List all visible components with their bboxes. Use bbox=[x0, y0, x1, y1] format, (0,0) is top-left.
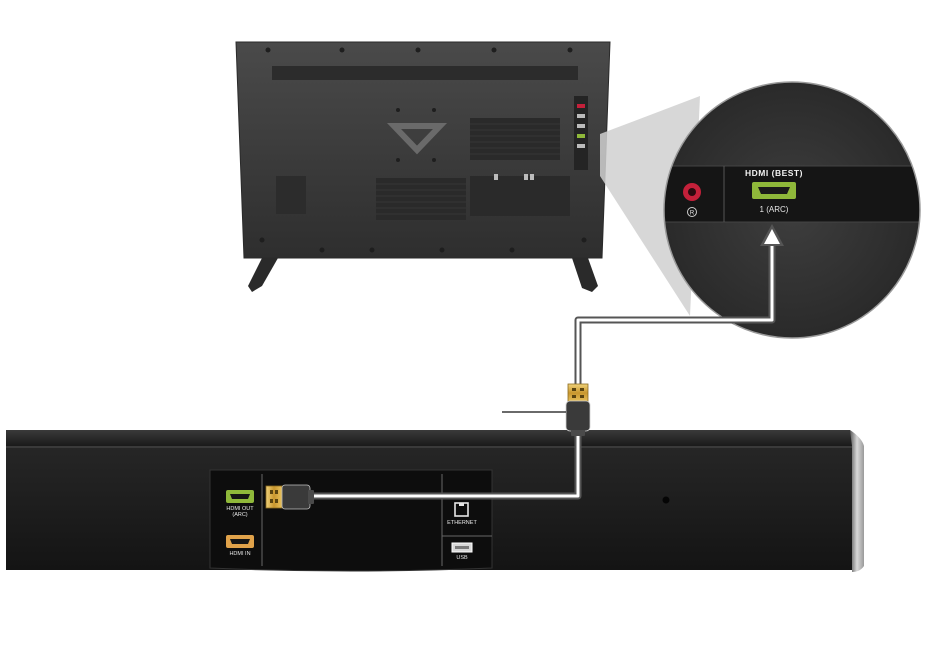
hdmi-in-label: HDMI IN bbox=[229, 551, 250, 557]
soundbar-end-cap bbox=[850, 430, 864, 572]
tv-port-mark bbox=[524, 174, 528, 180]
hdmi-out-arc-label: (ARC) bbox=[232, 512, 247, 518]
tv-top-vent bbox=[272, 66, 578, 80]
tv-side-port bbox=[577, 124, 585, 128]
soundbar-mount-hole bbox=[663, 497, 670, 504]
tv-side-port bbox=[577, 134, 585, 138]
tv-bottom-port-panel bbox=[470, 176, 570, 216]
tv-stand-right bbox=[572, 258, 598, 292]
tv-side-port bbox=[577, 114, 585, 118]
tv-hdmi-port-label: 1 (ARC) bbox=[760, 205, 789, 214]
tv-stand-left bbox=[248, 258, 278, 292]
tv-port-zoom-circle: R HDMI (BEST) 1 (ARC) bbox=[664, 82, 924, 338]
ethernet-label: ETHERNET bbox=[447, 520, 477, 526]
soundbar: HDMI OUT (ARC) HDMI IN ETHERNET USB bbox=[6, 430, 864, 572]
tv-port-mark bbox=[494, 174, 498, 180]
tv-port-mark bbox=[530, 174, 534, 180]
soundbar-top-edge bbox=[6, 430, 858, 446]
audio-port-label: R bbox=[690, 211, 695, 217]
hdmi-plug-soundbar bbox=[266, 485, 314, 509]
tv-power-compartment bbox=[276, 176, 306, 214]
usb-port-icon bbox=[452, 543, 472, 552]
tv-side-port bbox=[577, 104, 585, 108]
hdmi-connector-callout-target bbox=[566, 384, 590, 436]
tv-rear bbox=[236, 42, 610, 292]
tv-hdmi-header-label: HDMI (BEST) bbox=[745, 168, 803, 178]
usb-label: USB bbox=[456, 555, 468, 561]
tv-side-port bbox=[577, 144, 585, 148]
